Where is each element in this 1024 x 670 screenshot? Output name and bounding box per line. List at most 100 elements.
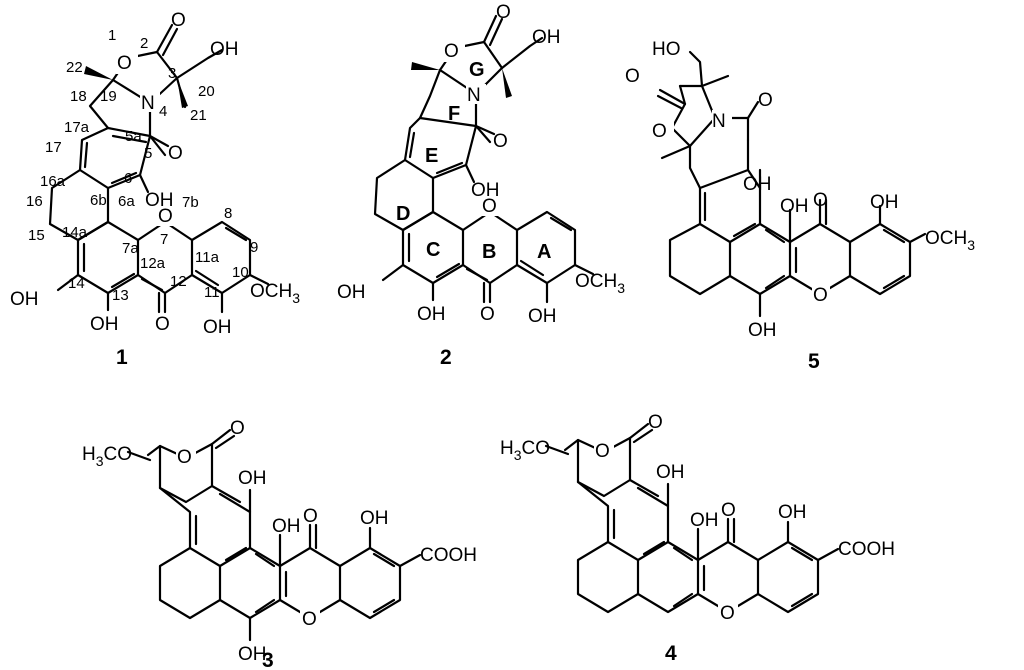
atom-label: OH <box>748 320 777 341</box>
position-number: 14a <box>62 224 88 241</box>
atom-label: O <box>652 121 667 142</box>
atom-label: O <box>625 66 640 87</box>
atom-label: OH <box>743 174 772 195</box>
atom-label: O <box>480 304 495 325</box>
position-number: 18 <box>70 88 87 105</box>
compound-5-structure <box>656 50 927 318</box>
position-number: 17 <box>45 139 62 156</box>
compound-4-label: 4 <box>665 642 677 665</box>
atom-label: O <box>230 418 245 439</box>
ring-label: E <box>425 145 438 167</box>
atom-label: N <box>141 93 155 114</box>
position-number: 10 <box>232 264 249 281</box>
atom-label: OCH3 <box>575 271 625 296</box>
compound-2-atom-labels: O O OH N O OH O OCH3 OH O OH OH <box>337 2 625 327</box>
compound-3-atom-labels: H3CO O O OH OH O OH COOH O OH <box>82 418 477 665</box>
position-number: 16 <box>26 193 43 210</box>
atom-label: OH <box>203 317 232 338</box>
position-number: 8 <box>224 205 232 222</box>
ring-label: G <box>469 59 485 81</box>
atom-label: O <box>758 90 773 111</box>
position-number: 12a <box>140 255 166 272</box>
atom-label: O <box>648 412 663 433</box>
position-number: 2 <box>140 35 148 52</box>
ring-label: B <box>482 241 496 263</box>
atom-label: O <box>595 441 610 462</box>
atom-label: N <box>467 85 481 106</box>
atom-label: O <box>177 447 192 468</box>
atom-label: OH <box>272 516 301 537</box>
position-number: 6a <box>118 193 135 210</box>
atom-label: O <box>444 41 459 62</box>
atom-label: OH <box>471 180 500 201</box>
atom-label: H3CO <box>500 438 550 463</box>
position-number: 6b <box>90 192 107 209</box>
compound-1-numbering: 1 2 3 4 5 5a 6 6a 6b 7 7a 7b 8 9 10 11 1… <box>26 27 258 304</box>
compound-5-atom-labels: HO O O N O OH OH O OH OCH3 O OH <box>625 39 975 341</box>
atom-label: O <box>171 10 186 31</box>
atom-label: OH <box>417 304 446 325</box>
position-number: 13 <box>112 287 129 304</box>
ring-label: F <box>448 103 460 125</box>
atom-label: OH <box>238 468 267 489</box>
atom-label: O <box>813 285 828 306</box>
atom-label: OH <box>532 27 561 48</box>
position-number: 5 <box>144 145 152 162</box>
atom-label: OH <box>690 510 719 531</box>
atom-label: O <box>813 190 828 211</box>
position-number: 11 <box>204 284 220 301</box>
compound-3-structure <box>126 428 422 642</box>
position-number: 20 <box>198 83 215 100</box>
atom-label: OH <box>778 502 807 523</box>
position-number: 4 <box>159 103 167 120</box>
compound-1-atom-labels: O O OH N O OH O OCH3 OH O OH OH <box>10 10 300 338</box>
atom-label: OCH3 <box>925 228 975 253</box>
position-number: 7a <box>122 240 139 257</box>
compound-1-label: 1 <box>116 346 128 369</box>
compound-2-ring-letters: A B C D E F G <box>396 59 551 263</box>
atom-label: O <box>496 2 511 23</box>
compound-2-label: 2 <box>440 346 452 369</box>
position-number: 22 <box>66 59 83 76</box>
atom-label: OH <box>145 190 174 211</box>
atom-label: OH <box>360 508 389 529</box>
atom-label: OH <box>337 282 366 303</box>
position-number: 16a <box>40 173 66 190</box>
position-number: 15 <box>28 227 45 244</box>
atom-label: O <box>302 609 317 630</box>
atom-label: OCH3 <box>250 281 300 306</box>
compound-4-atom-labels: H3CO O O OH OH O OH COOH O <box>500 412 895 624</box>
compound-5-label: 5 <box>808 350 820 373</box>
atom-label: OH <box>870 192 899 213</box>
atom-label: OH <box>210 39 239 60</box>
compound-1-structure <box>48 23 270 314</box>
position-number: 14 <box>68 275 85 292</box>
ring-label: D <box>396 203 410 225</box>
position-number: 5a <box>125 128 142 145</box>
atom-label: O <box>720 603 735 624</box>
ring-label: A <box>537 241 551 263</box>
atom-label: O <box>721 500 736 521</box>
atom-label: OH <box>528 306 557 327</box>
atom-label: H3CO <box>82 444 132 469</box>
atom-label: O <box>493 131 508 152</box>
position-number: 21 <box>190 107 207 124</box>
atom-label: OH <box>10 289 39 310</box>
compound-2-structure <box>373 14 595 304</box>
position-number: 1 <box>108 27 116 44</box>
atom-label: O <box>155 314 170 335</box>
atom-label: OH <box>238 644 267 665</box>
position-number: 9 <box>250 239 258 256</box>
atom-label: COOH <box>838 539 895 560</box>
position-number: 3 <box>168 65 176 82</box>
atom-label: O <box>117 53 132 74</box>
atom-label: O <box>303 506 318 527</box>
atom-label: O <box>168 143 183 164</box>
position-number: 7 <box>160 231 168 248</box>
atom-label: OH <box>90 314 119 335</box>
atom-label: O <box>158 206 173 227</box>
position-number: 12 <box>170 273 187 290</box>
atom-label: N <box>712 111 726 132</box>
atom-label: HO <box>652 39 681 60</box>
